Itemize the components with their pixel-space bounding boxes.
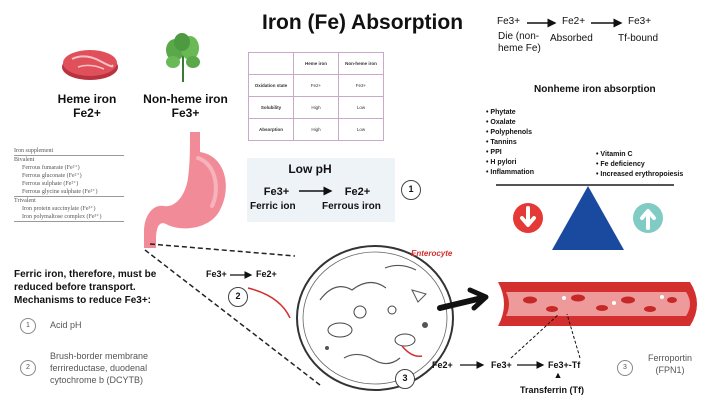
top-flow-stage1: Fe3+: [497, 16, 520, 27]
top-flow-stage3-label: Fe3+: [628, 16, 652, 27]
supplement-item: Ferrous gluconate (Fe²⁺): [22, 173, 82, 179]
enhancer-label: Increased erythropoiesis: [600, 171, 684, 178]
mechanism-1-circle: 1: [20, 318, 36, 334]
inhibitor-label: Inflammation: [490, 169, 534, 176]
inhibitor-item: • Oxalate: [486, 119, 516, 126]
inhibitor-item: • H pylori: [486, 159, 517, 166]
iron-supplement-list: Iron supplement Bivalent Ferrous fumarat…: [14, 147, 124, 222]
table-header-heme: Heme iron: [293, 52, 339, 75]
heme-iron-label: Heme iron Fe2+: [52, 92, 122, 120]
entry-arrow: [230, 271, 253, 279]
mechanism-1-text: Acid pH: [50, 320, 82, 330]
blood-vessel-icon: [498, 282, 697, 326]
supplement-item: Ferrous fumarate (Fe²⁺): [22, 165, 80, 171]
inhibitor-item: • Inflammation: [486, 169, 534, 176]
supplement-group-name: Bivalent: [14, 157, 35, 163]
enhancer-item: • Increased erythropoiesis: [596, 171, 684, 178]
step-3-circle: 3: [395, 369, 415, 389]
step-2-circle: 2: [228, 287, 248, 307]
table-cell: Solubility: [248, 96, 294, 119]
top-flow-stage1-label: Fe3+: [497, 16, 521, 27]
table-cell: High: [293, 118, 339, 141]
meat-icon: [62, 50, 118, 80]
enhancer-label: Fe deficiency: [600, 161, 645, 168]
table-header-nonheme: Non-heme iron: [338, 52, 384, 75]
top-flow-arrows: [527, 18, 623, 28]
enterocyte-entry-to: Fe2+: [256, 269, 277, 279]
supplement-item: Ferrous glycine sulphate (Fe²⁺): [14, 188, 124, 197]
table-cell: Oxidation state: [248, 74, 294, 97]
supplement-item: Iron polymaltose complex (Fe³⁺): [14, 213, 124, 222]
enhancer-label: Vitamin C: [600, 151, 633, 158]
exit-flow-arrows: [460, 313, 581, 378]
top-flow-stage2-caption: Absorbed: [550, 33, 593, 44]
enterocyte-label: Enterocyte: [411, 249, 453, 258]
decrease-arrow-icon: [513, 203, 543, 233]
low-ph-title: Low pH: [288, 162, 332, 176]
inhibitor-label: PPI: [490, 149, 502, 156]
ferroportin-line2: (FPN1): [655, 365, 685, 375]
nonheme-absorption-title: Nonheme iron absorption: [534, 84, 656, 95]
page-title: Iron (Fe) Absorption: [262, 11, 464, 34]
supplement-item: Ferrous sulphate (Fe²⁺): [22, 181, 79, 187]
table-cell: Fe3+: [338, 74, 384, 97]
inhibitor-label: Phytate: [490, 109, 516, 116]
table-header-blank: [248, 52, 294, 75]
inhibitors-list: • Phytate • Oxalate • Polyphenols • Tann…: [486, 108, 534, 178]
heme-iron-line1: Heme iron: [57, 92, 117, 106]
balance-scale-icon: [496, 184, 674, 250]
enhancer-item: • Fe deficiency: [596, 161, 645, 168]
supplement-item: Iron protein succinylate (Fe³⁺): [22, 206, 96, 212]
nonheme-iron-line1: Non-heme iron: [143, 92, 228, 106]
inhibitor-item: • PPI: [486, 149, 502, 156]
inhibitor-item: • Phytate: [486, 109, 516, 116]
low-ph-box: [247, 158, 395, 222]
supplement-header: Iron supplement: [14, 147, 124, 156]
increase-arrow-icon: [633, 203, 663, 233]
inhibitor-item: • Tannins: [486, 139, 517, 146]
ferroportin-label: Ferroportin (FPN1): [648, 352, 692, 376]
stomach-icon: [144, 132, 226, 248]
step-1-circle: 1: [401, 180, 421, 200]
exit-fe3: Fe3+: [491, 360, 512, 370]
table-cell: Low: [338, 118, 384, 141]
exit-fe2: Fe2+: [432, 360, 453, 370]
low-ph-to-caption: Ferrous iron: [322, 201, 381, 212]
low-ph-from-caption: Ferric ion: [250, 201, 296, 212]
enterocyte-diagram: [144, 243, 489, 391]
mechanism-2-text: Brush-border membrane ferrireductase, du…: [50, 351, 149, 385]
mechanism-2-circle: 2: [20, 360, 36, 376]
nonheme-iron-line2: Fe3+: [171, 106, 200, 120]
ferric-iron-text: Ferric iron, therefore, must be reduced …: [14, 269, 157, 306]
leafy-vegetable-icon: [166, 33, 200, 82]
inhibitor-label: Tannins: [490, 139, 517, 146]
top-flow-stage2-label: Fe2+: [562, 16, 586, 27]
low-ph-to: Fe2+: [344, 186, 371, 198]
top-flow-stage1-caption: Die (non-heme Fe): [498, 31, 541, 54]
inhibitor-item: • Polyphenols: [486, 129, 533, 136]
enterocyte-entry-from: Fe3+: [206, 269, 227, 279]
table-cell: Absorption: [248, 118, 294, 141]
ferroportin-line1: Ferroportin: [648, 353, 693, 363]
exit-fe3-tf: Fe3+-Tf: [548, 360, 581, 370]
low-ph-arrow: [299, 186, 333, 196]
heme-iron-line2: Fe2+: [73, 106, 101, 120]
top-flow-stage3-caption: Tf-bound: [618, 33, 659, 44]
heme-vs-nonheme-table: Heme iron Non-heme iron Oxidation state …: [248, 52, 384, 141]
table-cell: Low: [338, 96, 384, 119]
inhibitor-label: Polyphenols: [490, 129, 533, 136]
low-ph-from: Fe3+: [263, 186, 290, 198]
nonheme-iron-label: Non-heme iron Fe3+: [138, 92, 233, 120]
inhibitor-label: H pylori: [490, 159, 517, 166]
enhancer-item: • Vitamin C: [596, 151, 633, 158]
ferroportin-step-circle: 3: [617, 360, 633, 376]
supplement-group-name: Trivalent: [14, 198, 36, 204]
inhibitor-label: Oxalate: [490, 119, 516, 126]
table-cell: Fe2+: [293, 74, 339, 97]
transferrin-label: Transferrin (Tf): [520, 385, 585, 395]
table-cell: High: [293, 96, 339, 119]
enhancers-list: • Vitamin C • Fe deficiency • Increased …: [596, 150, 683, 180]
